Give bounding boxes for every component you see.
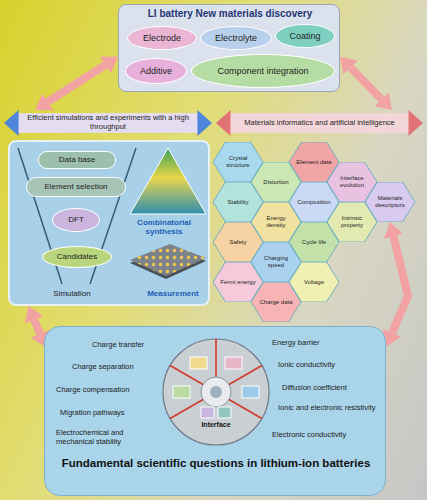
wheel-hub: [201, 377, 231, 407]
funnel-step: Element selection: [26, 177, 126, 197]
arrow-body: [15, 113, 200, 133]
arrow-head: [4, 110, 19, 136]
sample-dots: [130, 244, 206, 276]
arrow-head: [216, 110, 230, 136]
node-label: Materials informatics and artificial int…: [232, 119, 407, 128]
node-label: Fermi energy: [220, 279, 256, 286]
arrow-head: [197, 110, 212, 136]
side-label: Ionic conductivity: [278, 360, 374, 369]
node-label: Element data: [296, 159, 332, 166]
node-text: LI battery New materials discovery: [123, 8, 337, 20]
node-label: Safety: [220, 239, 256, 246]
double-arrow-connector: [48, 65, 106, 102]
node-label: Voltage: [296, 279, 332, 286]
node-label: Crystal structure: [220, 155, 256, 168]
material-oval: Electrolyte: [200, 26, 272, 50]
node-text: Fundamental scientific questions in lith…: [61, 457, 371, 470]
side-label: Charge separation: [72, 362, 158, 371]
node-label: Charge data: [258, 299, 294, 306]
arrow-body: [227, 113, 411, 133]
side-label: Electronic conductivity: [272, 430, 380, 439]
side-label: Diffusion coefficient: [282, 383, 380, 392]
hexagon-fill: [251, 282, 301, 322]
node-label: Stability: [220, 199, 256, 206]
chip-surface: [130, 244, 206, 276]
node-label: Energy density: [258, 215, 294, 228]
node-text: Simulation: [30, 289, 114, 298]
node-label: Component integration: [205, 66, 321, 76]
node-label: Intrinsic property: [334, 215, 370, 228]
node-label: Composition: [296, 199, 332, 206]
double-arrow-connector: [351, 68, 382, 100]
node-text: Combinatorial synthesis: [118, 218, 210, 236]
side-label: Electrochemical and mechanical stability: [56, 428, 152, 446]
questions-wheel: Interface: [161, 337, 271, 447]
node-label: Additive: [132, 66, 180, 76]
node-label: Coating: [281, 31, 329, 41]
composition-triangle: [130, 148, 206, 214]
wheel-disc: [163, 339, 269, 445]
discovery-box: LI battery New materials discoveryElectr…: [118, 4, 340, 92]
node-label: Electrode: [134, 33, 190, 43]
double-arrow-band: Materials informatics and artificial int…: [216, 110, 423, 136]
side-label: Charge transfer: [92, 340, 158, 349]
funnel-step: Candidates: [42, 246, 112, 268]
side-label: Ionic and electronic resistivity: [278, 403, 378, 412]
node-label: Efficient simulations and experiments wi…: [20, 114, 196, 131]
node-label: Cycle life: [296, 239, 332, 246]
material-oval: Additive: [125, 58, 187, 84]
double-arrow-connector: [34, 320, 40, 334]
material-oval: Electrode: [127, 26, 197, 50]
node-text: Measurement: [136, 289, 210, 298]
side-label: Charge compensation: [56, 385, 156, 394]
node-label: Distortion: [258, 179, 294, 186]
node-label: Data base: [44, 155, 110, 164]
material-oval: Coating: [275, 24, 335, 48]
node-label: Interface evolution: [334, 175, 370, 188]
property-hexagon: Charge data: [251, 282, 301, 322]
arrow-head: [409, 110, 423, 136]
side-label: Migration pathways: [60, 408, 156, 417]
node-text: Interface: [186, 421, 246, 429]
material-oval: Component integration: [191, 54, 335, 88]
funnel-step: Data base: [38, 151, 116, 169]
node-label: Element selection: [32, 182, 120, 191]
double-arrow-band: Efficient simulations and experiments wi…: [4, 110, 212, 136]
questions-wheel: [161, 337, 271, 447]
node-label: Candidates: [49, 252, 105, 261]
funnel-step: DFT: [52, 208, 100, 232]
side-label: Energy barrier: [272, 338, 362, 347]
wheel-spokes: [170, 339, 262, 419]
workflow-panel: Simulation Combinatorial synthesisMeasure…: [8, 140, 210, 306]
double-arrow-connector: [392, 237, 408, 333]
node-label: Electrolyte: [207, 33, 265, 43]
mini-pictures: [173, 357, 259, 418]
node-label: Materials descriptors: [372, 195, 408, 208]
node-label: Charging speed: [258, 255, 294, 268]
node-label: DFT: [57, 215, 95, 224]
